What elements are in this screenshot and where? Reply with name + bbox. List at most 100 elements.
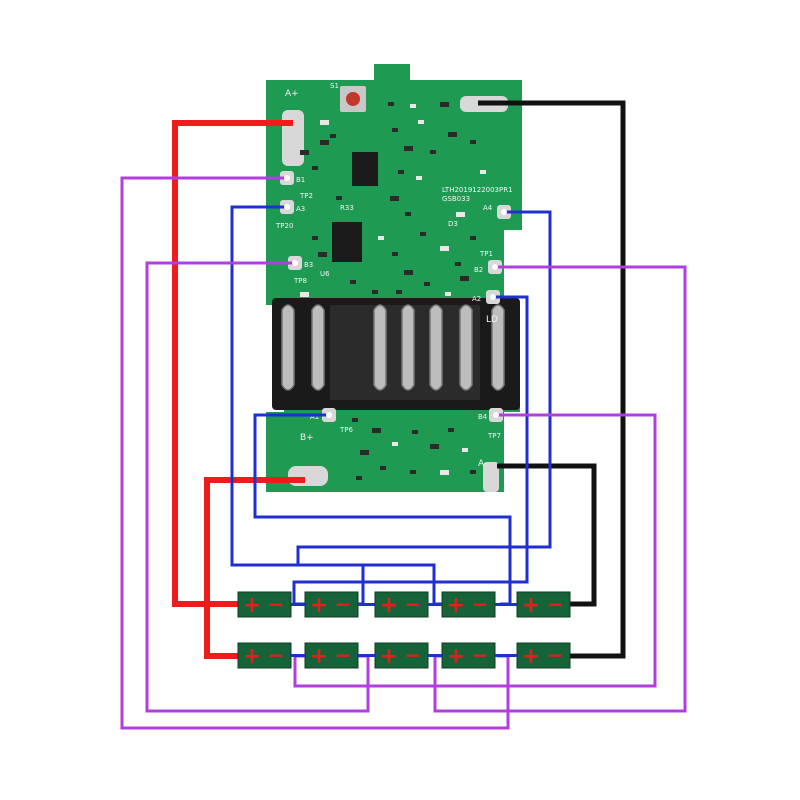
battery-cell-body xyxy=(237,642,292,669)
label-tp20: TP20 xyxy=(275,222,293,230)
smd-component xyxy=(390,196,399,201)
spring-contact xyxy=(491,304,505,391)
wire-endpoint-dot xyxy=(490,294,496,300)
battery-cell-minus: − xyxy=(335,643,352,667)
wires xyxy=(120,100,687,730)
smd-component xyxy=(462,448,468,452)
battery-cell: +− xyxy=(374,591,429,618)
smd-component xyxy=(412,430,418,434)
smd-component xyxy=(440,246,449,251)
smd-component xyxy=(460,276,469,281)
smd-component xyxy=(350,280,356,284)
battery-cell-body xyxy=(304,642,359,669)
smd-component xyxy=(300,292,309,297)
battery-cell-body xyxy=(516,591,571,618)
smd-component xyxy=(424,282,430,286)
battery-cell: +− xyxy=(237,642,292,669)
battery-cell-plus: + xyxy=(522,644,540,669)
smd-component xyxy=(430,150,436,154)
wire-endpoint-dot xyxy=(292,260,298,266)
label-b3: B3 xyxy=(304,261,313,269)
label-model: LTH2019122003PR1 xyxy=(442,186,513,194)
label-a-minus: A- xyxy=(478,459,487,469)
wire-endpoint-dot xyxy=(501,209,507,215)
label-b1: B1 xyxy=(296,176,305,184)
smd-component xyxy=(378,236,384,240)
smd-component xyxy=(392,128,398,132)
spring-contact xyxy=(401,304,415,391)
battery-cell-minus: − xyxy=(268,592,285,616)
wire-endpoints xyxy=(284,175,507,418)
smd-component xyxy=(404,270,413,275)
label-tp1: TP1 xyxy=(479,250,493,258)
label-ld: LD xyxy=(486,315,498,325)
smd-component xyxy=(320,120,329,125)
battery-cell-minus: − xyxy=(547,643,564,667)
smd-component xyxy=(372,290,378,294)
label-a1: A1 xyxy=(310,413,319,421)
battery-cell: +− xyxy=(304,591,359,618)
spring-contacts xyxy=(281,304,505,391)
smd-component xyxy=(416,176,422,180)
battery-cell-minus: − xyxy=(547,592,564,616)
battery-cell-body xyxy=(374,591,429,618)
smd-component xyxy=(448,132,457,137)
smd-component xyxy=(336,196,342,200)
ic-chip-1 xyxy=(352,152,378,186)
wire-endpoint-dot xyxy=(493,412,499,418)
label-r33: R33 xyxy=(340,204,354,212)
spring-contact xyxy=(429,304,443,391)
smd-component xyxy=(392,252,398,256)
label-b4: B4 xyxy=(478,413,488,421)
smd-component xyxy=(456,212,465,217)
battery-cell-minus: − xyxy=(472,643,489,667)
spring-contact xyxy=(373,304,387,391)
pcb-board: A+ B+ A- B1 A3 B3 A4 B2 A2 A1 B4 LD TP1 … xyxy=(266,64,522,492)
smd-components xyxy=(300,102,486,480)
battery-cell-body xyxy=(441,591,496,618)
wire-endpoint-dot xyxy=(284,175,290,181)
label-tp6: TP6 xyxy=(339,426,353,434)
label-a4: A4 xyxy=(483,204,493,212)
spring-contact xyxy=(459,304,473,391)
smd-component xyxy=(404,146,413,151)
battery-cell-plus: + xyxy=(522,593,540,618)
battery-cell-plus: + xyxy=(310,593,328,618)
smd-component xyxy=(320,140,329,145)
wire-endpoint-dot xyxy=(492,264,498,270)
smd-component xyxy=(360,450,369,455)
battery-cell-plus: + xyxy=(243,644,261,669)
smd-component xyxy=(312,236,318,240)
pad-a-plus xyxy=(282,110,304,166)
wire-endpoint-dot xyxy=(284,204,290,210)
battery-cell: +− xyxy=(237,591,292,618)
battery-cell: +− xyxy=(516,591,571,618)
battery-cell: +− xyxy=(304,642,359,669)
smd-component xyxy=(445,292,451,296)
wire-black-b-minus xyxy=(478,100,626,659)
battery-cell-minus: − xyxy=(405,592,422,616)
battery-cell-plus: + xyxy=(243,593,261,618)
smd-component xyxy=(380,466,386,470)
label-a-plus: A+ xyxy=(285,89,299,99)
smd-component xyxy=(410,104,416,108)
smd-component xyxy=(396,290,402,294)
smd-component xyxy=(448,428,454,432)
battery-cells: +−+−+−+−+−+−+−+−+−+− xyxy=(237,591,571,669)
smd-component xyxy=(318,252,327,257)
label-s1: S1 xyxy=(330,82,339,90)
label-a2: A2 xyxy=(472,295,481,303)
smd-component xyxy=(470,470,476,474)
smd-component xyxy=(430,444,439,449)
ic-chip-2 xyxy=(332,222,362,262)
smd-component xyxy=(352,418,358,422)
smd-component xyxy=(440,102,449,107)
smd-component xyxy=(388,102,394,106)
smd-component xyxy=(300,150,309,155)
battery-cell: +− xyxy=(516,642,571,669)
battery-cell-minus: − xyxy=(405,643,422,667)
battery-cell: +− xyxy=(374,642,429,669)
smd-component xyxy=(480,170,486,174)
battery-cell-body xyxy=(237,591,292,618)
